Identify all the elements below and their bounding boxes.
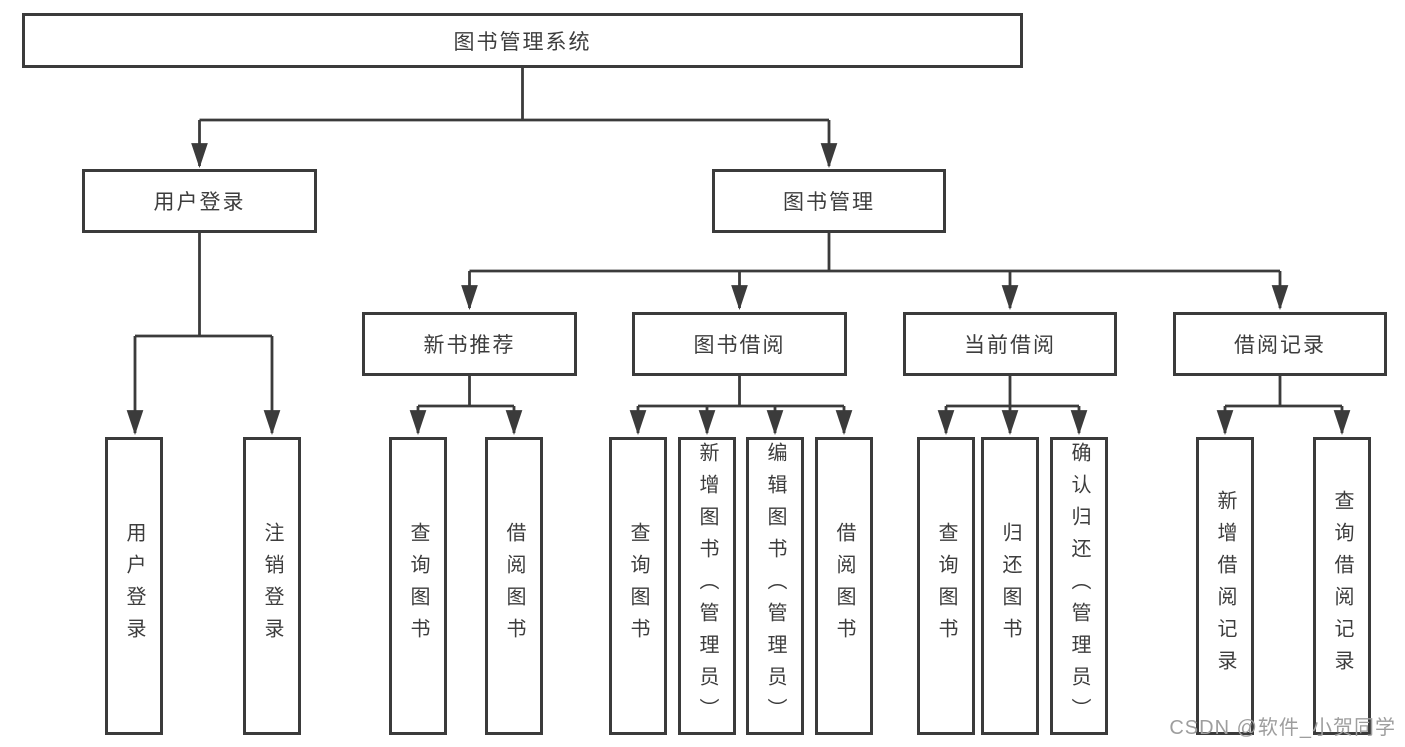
csdn-watermark: CSDN @软件_小贺同学	[1169, 717, 1396, 739]
leaf-query-books: 查询图书	[389, 437, 447, 735]
leaf-confirm-return-admin: 确认归还（管理员）	[1050, 437, 1108, 735]
node-book-borrow: 图书借阅	[632, 312, 847, 376]
leaf-borrow-books: 借阅图书	[485, 437, 543, 735]
leaf-query-borrow-record: 查询借阅记录	[1313, 437, 1371, 735]
edge-book-borrow-children	[629, 376, 853, 436]
edge-new-book-recommend-children	[409, 376, 523, 436]
leaf-query-books: 查询图书	[917, 437, 975, 735]
leaf-user-login: 用户登录	[105, 437, 163, 735]
leaf-return-books: 归还图书	[981, 437, 1039, 735]
leaf-query-books: 查询图书	[609, 437, 667, 735]
edge-current-borrow-children	[937, 376, 1088, 436]
node-new-book-recommend: 新书推荐	[362, 312, 577, 376]
node-user-login: 用户登录	[82, 169, 317, 233]
edge-book-management-children	[461, 233, 1289, 311]
leaf-edit-books-admin: 编辑图书（管理员）	[746, 437, 804, 735]
node-library-management-system: 图书管理系统	[22, 13, 1023, 68]
leaf-add-books-admin: 新增图书（管理员）	[678, 437, 736, 735]
node-book-management: 图书管理	[712, 169, 946, 233]
edge-root-to-level2	[191, 68, 838, 169]
leaf-add-borrow-record: 新增借阅记录	[1196, 437, 1254, 735]
leaf-borrow-books: 借阅图书	[815, 437, 873, 735]
node-borrow-records: 借阅记录	[1173, 312, 1387, 376]
edge-user-login-children	[126, 233, 281, 436]
edge-borrow-records-children	[1216, 376, 1351, 436]
node-current-borrow: 当前借阅	[903, 312, 1117, 376]
leaf-logout: 注销登录	[243, 437, 301, 735]
